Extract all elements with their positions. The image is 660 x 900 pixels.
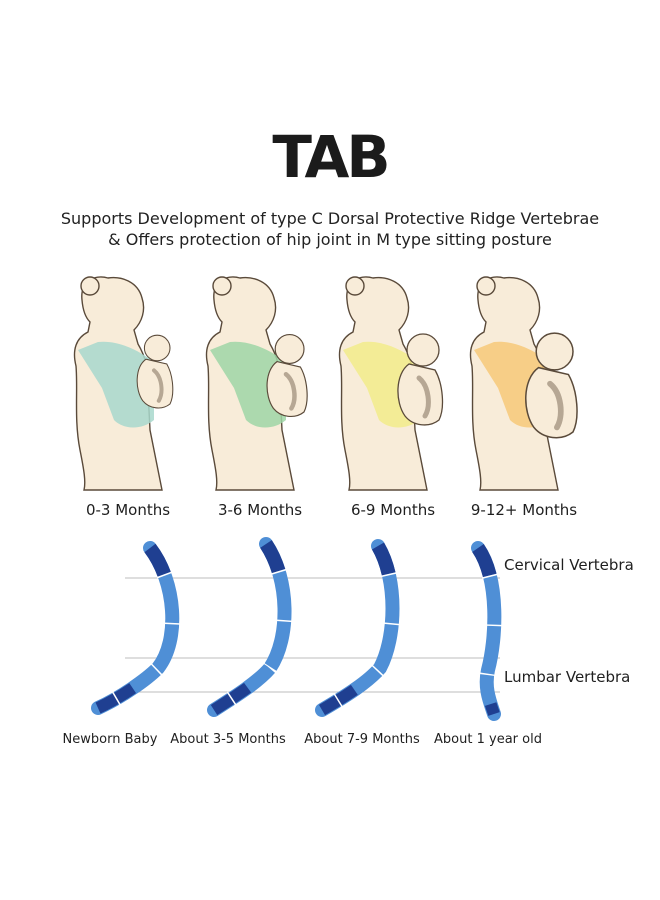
carrier-wrap [78,341,154,428]
stage-label-3-6: 3-6 Months [217,501,303,519]
baby-figure [525,332,578,439]
baby-figure [266,334,308,417]
parent-hair-bun [212,276,232,296]
baby-figure [397,333,444,426]
baby-head [406,333,440,367]
stage-figure-3 [469,276,578,491]
spine-1 [207,537,293,717]
spine-segment-dividers [471,543,503,717]
stage-label-0-3: 0-3 Months [85,501,171,519]
baby-head [535,332,574,371]
parent-hair-bun [80,276,100,296]
baby-spine-curve [283,371,297,411]
spine-lumbar-segment [318,542,399,716]
lumbar-vertebra-label: Lumbar Vertebra [504,668,631,686]
tab-logo: TAB [272,123,390,191]
spine-lumbar-segment [95,544,179,714]
baby-body [136,358,174,409]
spine-3 [471,541,503,721]
spine-caption-7-9: About 7-9 Months [304,732,420,747]
spine-development-diagram [91,537,503,721]
stage-label-6-9: 6-9 Months [350,501,436,519]
baby-head [274,334,305,364]
spine-caption-1-year: About 1 year old [434,732,542,747]
baby-spine-curve [416,375,431,419]
spine-lumbar-segment [210,540,291,716]
baby-body [266,360,308,417]
baby-body [397,363,444,426]
parent-hair-bun [345,276,365,296]
spine-caption-3-5: About 3-5 Months [170,732,286,747]
cervical-vertebra-label: Cervical Vertebra [504,556,634,574]
stage-figure-0 [73,276,174,491]
subtitle-line-1: Supports Development of type C Dorsal Pr… [60,209,600,228]
spine-2 [315,539,401,717]
stage-figure-2 [338,276,444,491]
stage-label-9-12: 9-12+ Months [470,501,578,519]
carrier-wrap [210,341,286,428]
spine-0 [91,541,181,716]
baby-figure [136,334,174,409]
baby-head [143,334,171,362]
parent-hair-bun [476,276,496,296]
subtitle-line-2: & Offers protection of hip joint in M ty… [108,230,552,249]
baby-body [525,366,578,439]
stage-figure-1 [205,276,308,491]
baby-spine-curve [152,368,164,403]
baby-spine-curve [547,380,564,431]
spine-caption-newborn: Newborn Baby [62,732,158,747]
carry-stages-illustration [73,276,578,491]
